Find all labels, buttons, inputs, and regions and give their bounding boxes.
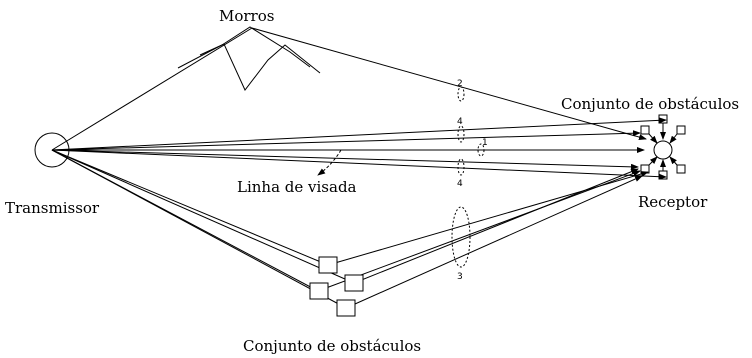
bottom-obstacle-group: [309, 256, 364, 317]
path-number-4-top: 4: [457, 117, 463, 127]
transmitter-label: Transmissor: [5, 199, 100, 217]
scattered-ray-bundle: [51, 149, 649, 309]
receiver-obstacle-group: [640, 114, 686, 180]
path-markers: [451, 86, 485, 268]
path-number-4-bottom: 4: [457, 179, 463, 189]
obstacles-top-label: Conjunto de obstáculos: [561, 95, 739, 113]
hills-label: Morros: [219, 7, 274, 25]
direct-ray-bundle: [51, 117, 667, 180]
path-number-2: 2: [457, 79, 463, 89]
path-number-1: 1: [482, 138, 488, 148]
line-of-sight-pointer: [317, 149, 342, 176]
hill-reflection-path: [51, 27, 647, 151]
path-number-3: 3: [457, 272, 463, 282]
obstacles-bottom-label: Conjunto de obstáculos: [243, 337, 421, 355]
line-of-sight-label: Linha de visada: [237, 178, 357, 196]
receiver-label: Receptor: [638, 193, 708, 211]
receiver-antenna: [653, 140, 673, 160]
hills-shape: [177, 26, 321, 91]
